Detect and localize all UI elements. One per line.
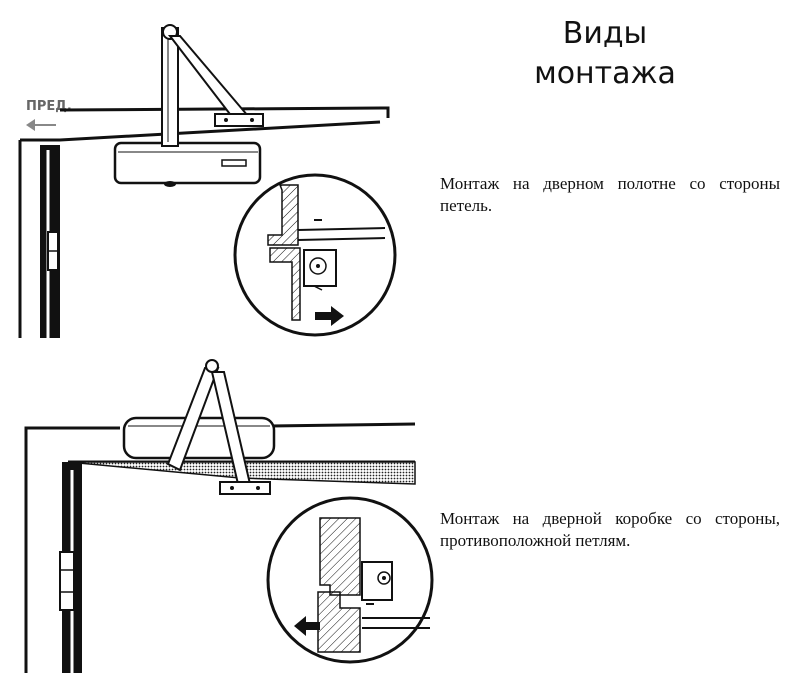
closer-body bbox=[113, 141, 262, 185]
page-title: Виды монтажа bbox=[510, 14, 700, 94]
arrow-left-icon bbox=[26, 119, 56, 131]
diagram-door-mount: ПРЕД. bbox=[18, 24, 397, 338]
mount-frame-description: Монтаж на дверной коробке со стороны, пр… bbox=[440, 509, 780, 550]
closer-arm bbox=[161, 27, 179, 147]
hinge-2 bbox=[59, 551, 75, 611]
closer-body-2 bbox=[122, 416, 276, 460]
mount-door-description: Монтаж на дверном полотне со стороны пет… bbox=[440, 174, 780, 215]
arm-bracket bbox=[214, 113, 264, 127]
detail-circle-frame bbox=[266, 496, 434, 664]
diagram-frame-mount bbox=[24, 359, 434, 673]
arrow-right-icon bbox=[315, 306, 344, 326]
direction-label: ПРЕД. bbox=[26, 99, 72, 114]
title-line-2: монтажа bbox=[534, 56, 676, 91]
title-line-1: Виды bbox=[562, 16, 648, 51]
detail-circle-door bbox=[233, 173, 397, 337]
arrow-left-icon-2 bbox=[294, 616, 320, 636]
arm-bracket-2 bbox=[219, 481, 271, 495]
